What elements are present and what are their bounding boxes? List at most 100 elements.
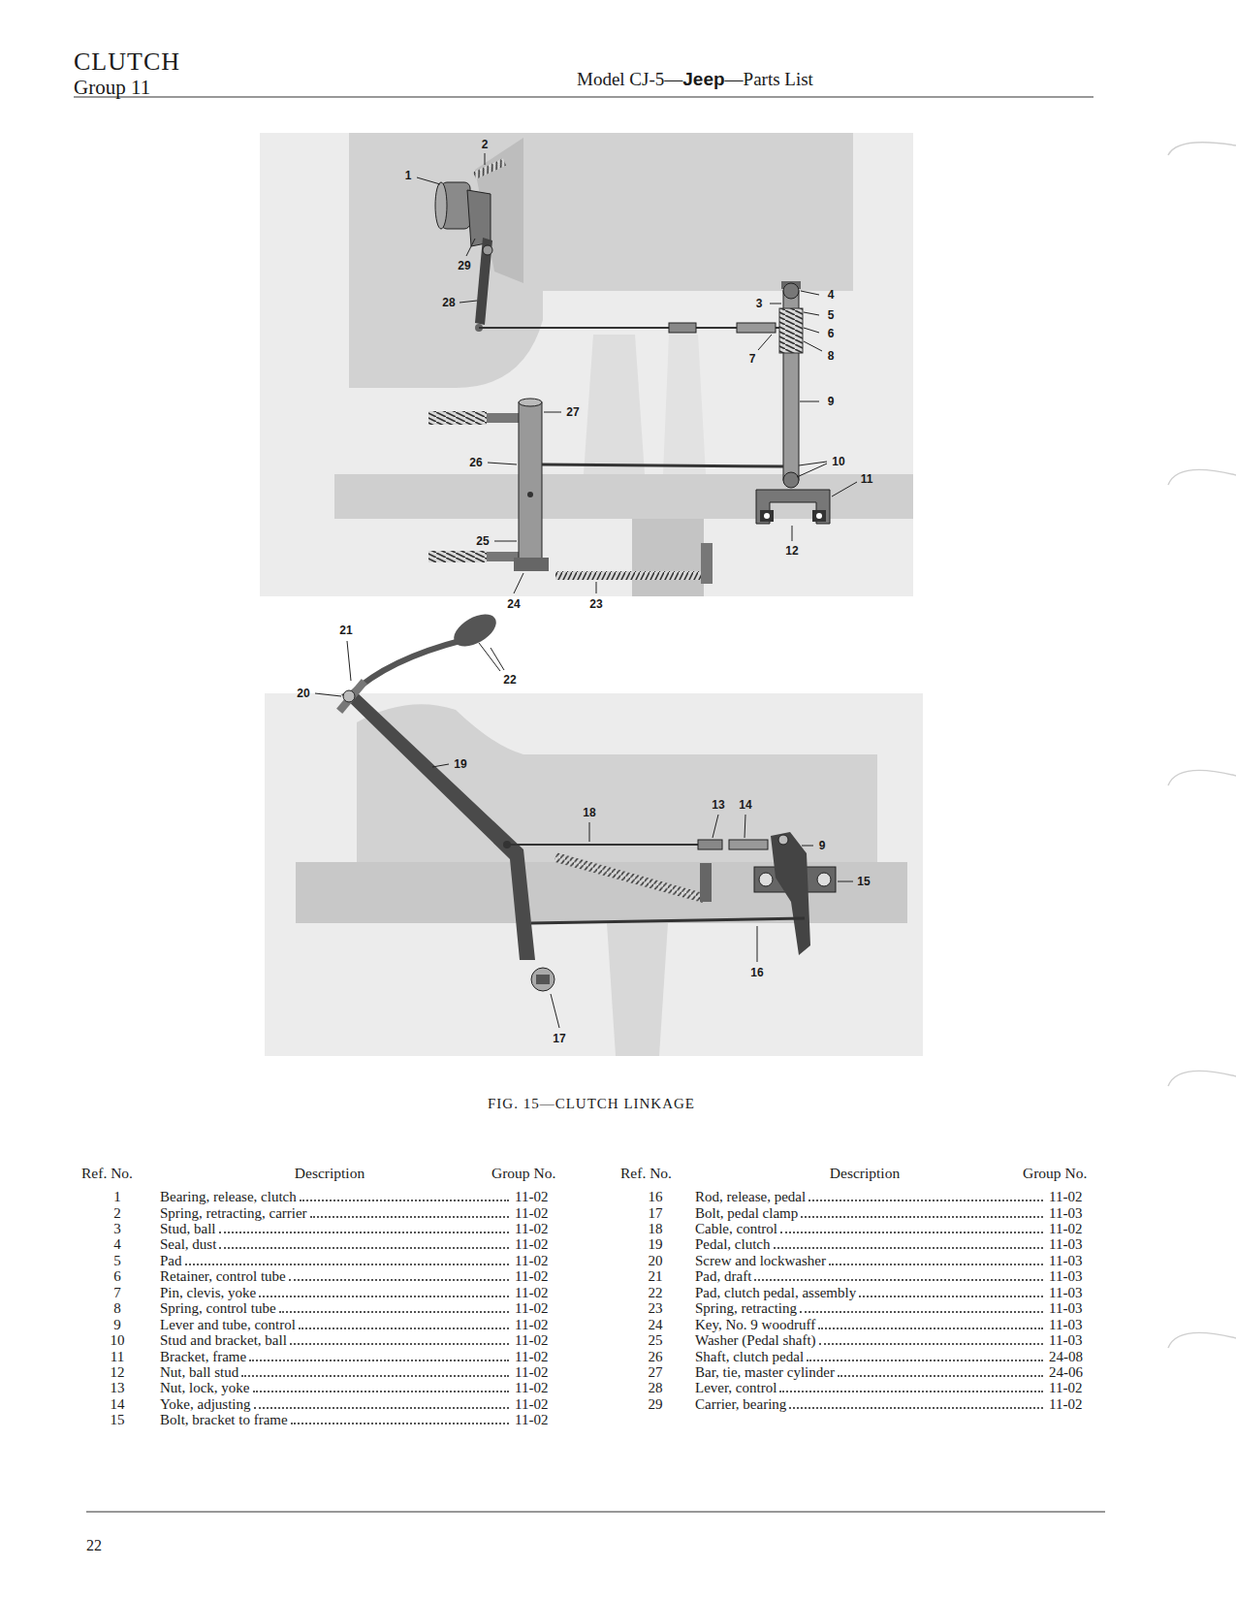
- dot-leader: [219, 1231, 510, 1234]
- group-number: 11-02: [514, 1267, 548, 1285]
- part-description: Bearing, release, clutch: [159, 1187, 297, 1205]
- ref-number: 1: [113, 1187, 122, 1205]
- callout-number: 15: [856, 874, 870, 888]
- callout-number: 7: [749, 351, 757, 366]
- callout-number: 12: [785, 543, 798, 558]
- ref-number: 5: [113, 1251, 122, 1269]
- dot-leader: [789, 1406, 1044, 1409]
- part-description: Seal, dust: [159, 1235, 217, 1253]
- callout-number: 24: [507, 597, 520, 611]
- part-description: Pin, clevis, yoke: [159, 1283, 256, 1301]
- group-number: 11-03: [1048, 1251, 1082, 1269]
- group-number: 11-02: [1048, 1394, 1082, 1413]
- dot-leader: [299, 1199, 509, 1202]
- callout-number: 22: [503, 672, 516, 687]
- group-number: 11-02: [1048, 1187, 1082, 1205]
- part-description: Stud and bracket, ball: [159, 1331, 287, 1349]
- callout-number: 27: [566, 405, 579, 419]
- table-header: Ref. No.: [81, 1163, 133, 1183]
- ref-number: 10: [110, 1331, 126, 1349]
- ref-number: 26: [648, 1347, 664, 1365]
- part-description: Lever and tube, control: [159, 1315, 296, 1333]
- callout-number: 2: [481, 137, 489, 152]
- part-description: Bar, tie, master cylinder: [695, 1362, 835, 1381]
- callout-number: 28: [442, 295, 455, 310]
- part-description: Washer (Pedal shaft): [695, 1331, 817, 1349]
- group-number: 11-03: [1048, 1235, 1082, 1253]
- ref-number: 22: [648, 1283, 664, 1301]
- callout-number: 10: [831, 454, 845, 469]
- callout-number: 13: [711, 797, 725, 812]
- header-text: —Parts List: [725, 68, 814, 90]
- dot-leader: [249, 1359, 509, 1362]
- callout-number: 4: [827, 287, 835, 302]
- part-description: Screw and lockwasher: [695, 1251, 826, 1269]
- header-text: Model CJ-5—: [576, 68, 683, 90]
- ref-number: 21: [648, 1267, 664, 1285]
- callout-number: 19: [453, 757, 467, 771]
- dot-leader: [253, 1390, 510, 1393]
- dot-leader: [780, 1231, 1044, 1234]
- part-description: Bolt, bracket to frame: [159, 1410, 288, 1428]
- page-number: 22: [86, 1535, 102, 1555]
- running-header: Model CJ-5—Jeep—Parts List: [576, 67, 814, 92]
- part-description: Rod, release, pedal: [695, 1187, 806, 1205]
- part-description: Pad, draft: [695, 1267, 752, 1285]
- group-number: 11-02: [514, 1251, 548, 1269]
- ref-number: 16: [648, 1187, 664, 1205]
- callout-number: 6: [827, 326, 835, 341]
- part-description: Key, No. 9 woodruff: [695, 1315, 816, 1333]
- group-number: 11-03: [1048, 1315, 1082, 1333]
- group-number: 11-02: [514, 1219, 548, 1237]
- ref-number: 24: [648, 1315, 664, 1333]
- group-number: 11-03: [1048, 1267, 1082, 1285]
- part-description: Pedal, clutch: [695, 1235, 770, 1253]
- section-title: CLUTCH: [73, 47, 181, 77]
- dot-leader: [779, 1390, 1044, 1393]
- callout-number: 9: [827, 394, 835, 409]
- part-description: Nut, ball stud: [159, 1362, 239, 1381]
- part-description: Spring, retracting, carrier: [159, 1204, 308, 1222]
- callout-number: 18: [582, 805, 596, 820]
- callout-number: 16: [750, 965, 763, 980]
- dot-leader: [258, 1295, 509, 1298]
- dot-leader: [298, 1327, 509, 1330]
- group-number: 24-08: [1048, 1347, 1083, 1365]
- dot-leader: [828, 1263, 1044, 1266]
- group-number: 11-02: [1048, 1378, 1082, 1396]
- dot-leader: [185, 1263, 510, 1266]
- part-description: Stud, ball: [159, 1219, 217, 1237]
- dot-leader: [799, 1310, 1044, 1313]
- part-description: Lever, control: [695, 1378, 777, 1396]
- table-header: Group No.: [491, 1163, 556, 1183]
- dot-leader: [818, 1327, 1044, 1330]
- ref-number: 17: [648, 1204, 664, 1222]
- dot-leader: [279, 1310, 509, 1313]
- group-number: 11-02: [514, 1378, 548, 1396]
- dot-leader: [310, 1215, 509, 1218]
- dot-leader: [290, 1422, 509, 1425]
- dot-leader: [800, 1215, 1044, 1218]
- dot-leader: [773, 1246, 1045, 1249]
- part-description: Bracket, frame: [159, 1347, 247, 1365]
- callout-number: 14: [738, 797, 752, 812]
- part-description: Yoke, adjusting: [159, 1394, 252, 1413]
- group-number: 24-06: [1048, 1362, 1083, 1381]
- callout-number: 23: [589, 597, 603, 611]
- table-header: Ref. No.: [620, 1163, 672, 1183]
- part-description: Pad: [159, 1251, 183, 1269]
- group-number: 11-02: [514, 1204, 548, 1222]
- callout-number: 17: [552, 1031, 566, 1046]
- dot-leader: [819, 1342, 1044, 1345]
- dot-leader: [241, 1374, 509, 1377]
- ref-number: 18: [648, 1219, 664, 1237]
- callout-number: 9: [819, 838, 826, 853]
- group-number: 11-02: [514, 1315, 548, 1333]
- ref-number: 29: [648, 1394, 664, 1413]
- dot-leader: [806, 1359, 1044, 1362]
- ref-number: 4: [113, 1235, 122, 1253]
- callout-number: 8: [827, 348, 835, 363]
- ref-number: 11: [110, 1347, 125, 1365]
- dot-leader: [858, 1295, 1044, 1298]
- callout-number: 3: [756, 296, 763, 311]
